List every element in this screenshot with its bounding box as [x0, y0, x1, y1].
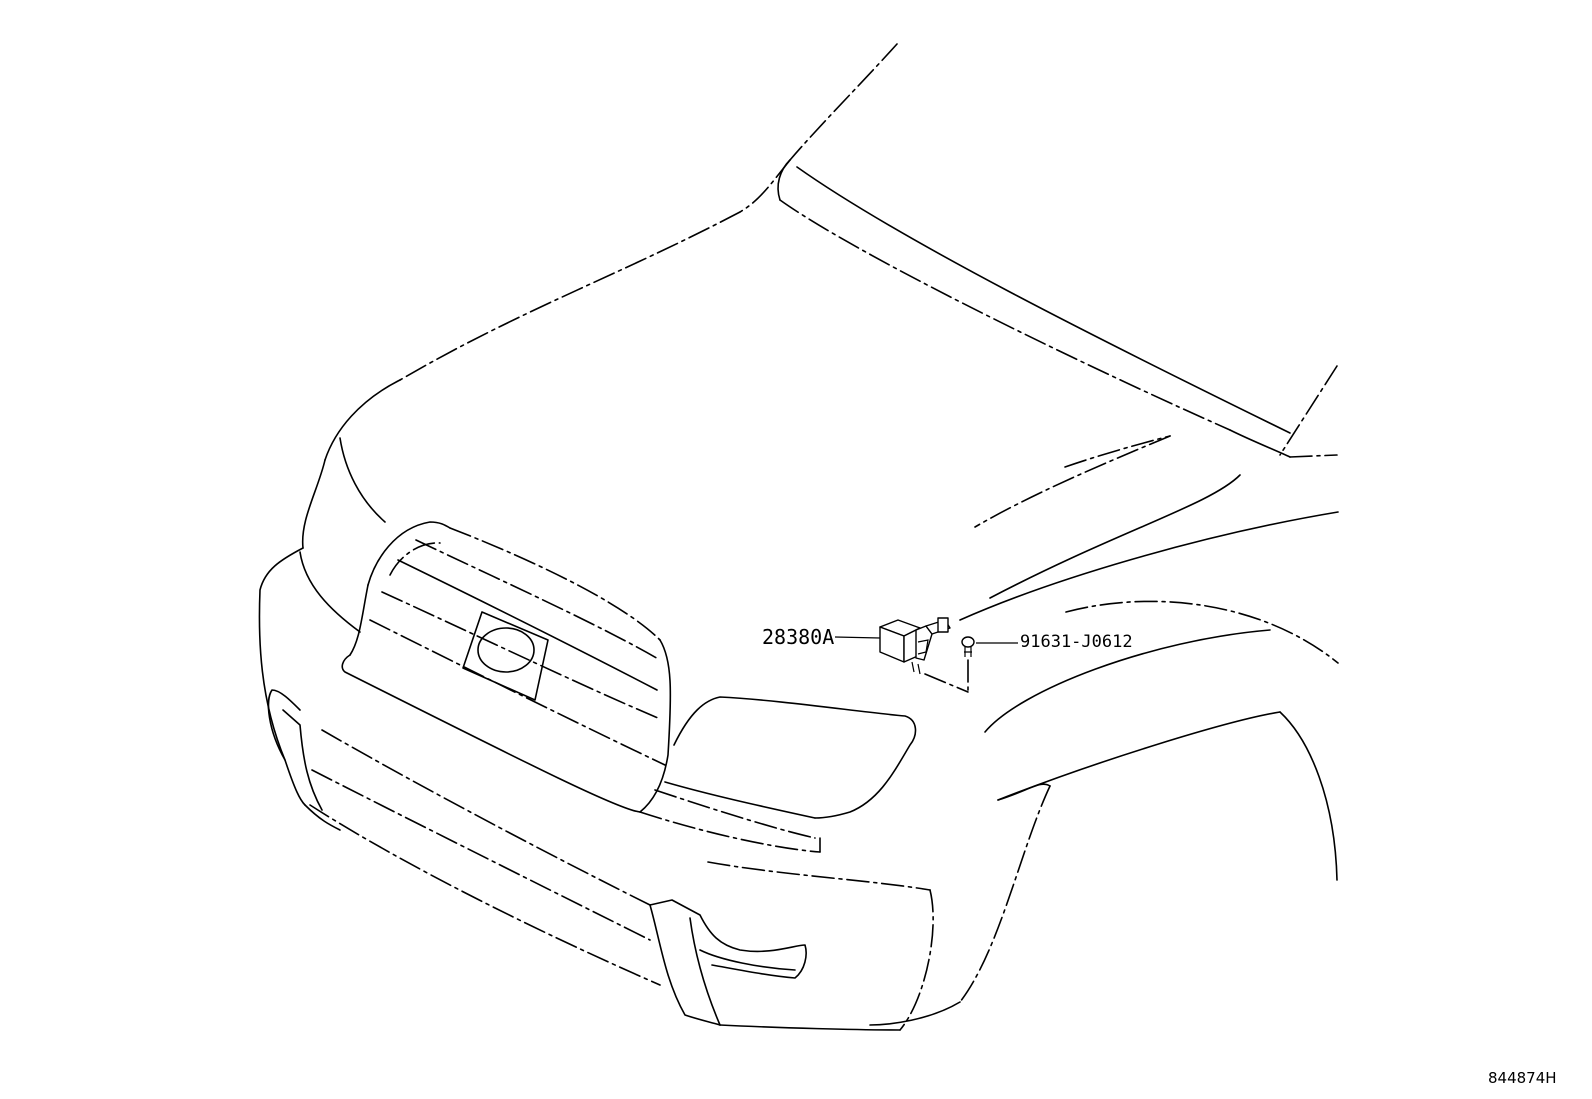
- fender-outline: [869, 511, 1339, 1026]
- bumper-lower-detail: [649, 899, 807, 1026]
- clip-91631-j0612: [961, 636, 975, 657]
- emblem: [462, 611, 549, 701]
- callout-part-28380a: 28380A: [762, 625, 835, 649]
- callout-part-91631-j0612: 91631-J0612: [1020, 632, 1133, 652]
- leader-lines: [834, 636, 1018, 693]
- hood-outline: [301, 159, 1338, 599]
- illustration-id-label: 844874H: [1488, 1069, 1557, 1087]
- washer-component-28380a: [879, 617, 951, 675]
- windshield-outline: [739, 43, 1338, 456]
- front-bumper: [258, 547, 934, 1031]
- headlamp: [664, 696, 917, 819]
